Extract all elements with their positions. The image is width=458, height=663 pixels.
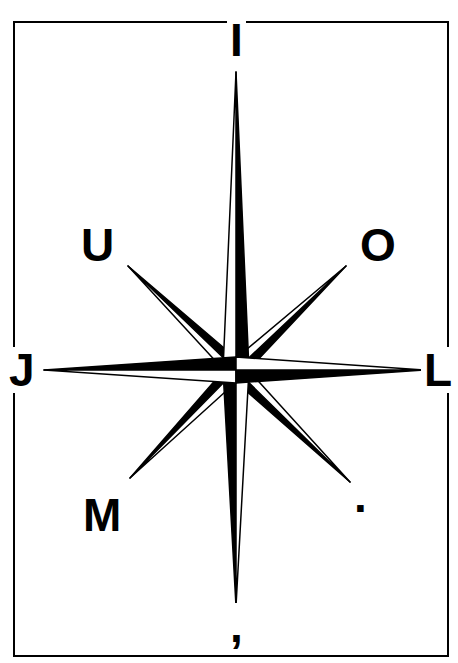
direction-letter: , xyxy=(227,603,246,649)
star-point-light xyxy=(223,72,236,370)
direction-letter: I xyxy=(227,17,246,63)
star-point-dark xyxy=(44,357,236,370)
star-point-light xyxy=(236,370,249,606)
direction-letter: . xyxy=(351,473,370,519)
star-point-dark xyxy=(236,370,424,383)
direction-letter: M xyxy=(80,492,124,538)
star-point-dark xyxy=(236,72,249,370)
frame-border xyxy=(14,22,448,656)
star-points xyxy=(44,72,424,606)
star-point-light xyxy=(44,370,236,383)
star-point-dark xyxy=(223,370,236,606)
direction-letter: U xyxy=(78,222,117,268)
direction-letter: O xyxy=(357,222,399,268)
direction-letter: J xyxy=(6,347,38,393)
star-point-light xyxy=(236,357,424,370)
direction-letter: L xyxy=(421,347,455,393)
